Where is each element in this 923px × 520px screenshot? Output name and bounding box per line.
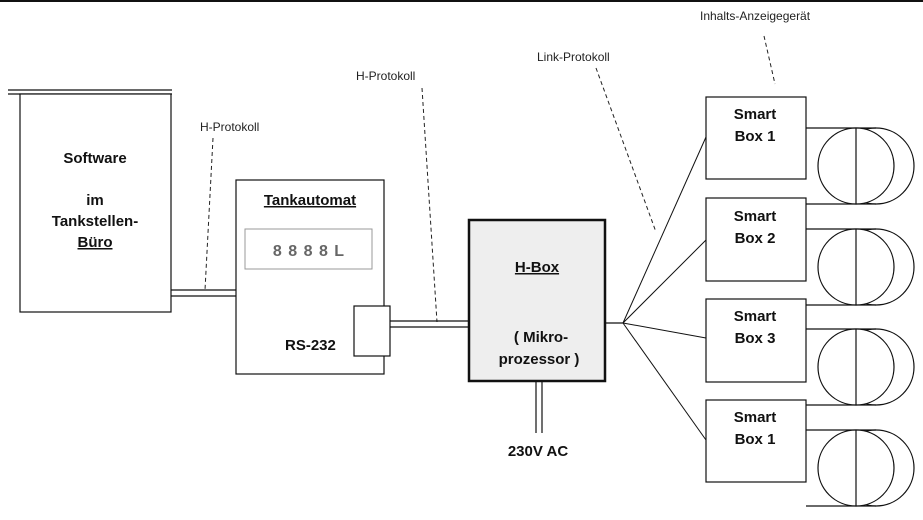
link-line-2 — [622, 239, 707, 324]
link-line-4 — [622, 322, 707, 441]
smart-box-1-line1: Smart — [734, 106, 777, 123]
label-h-protokoll-mid: H-Protokoll — [356, 69, 415, 83]
software-box: Software im Tankstellen- Büro — [8, 89, 172, 313]
tank-cylinder-1 — [806, 127, 915, 205]
tank-cylinder-2 — [806, 228, 915, 306]
smart-box-3-line2: Box 3 — [735, 330, 776, 347]
software-label: Software — [63, 150, 126, 167]
smart-box-2-line2: Box 2 — [735, 230, 776, 247]
hbox-line2: prozessor ) — [499, 351, 580, 368]
software-buero-label: Büro — [78, 234, 113, 251]
tankautomat-title: Tankautomat — [264, 192, 356, 209]
smart-box-3-line1: Smart — [734, 308, 777, 325]
tankautomat-display — [244, 228, 373, 270]
hbox-line1: ( Mikro- — [514, 329, 568, 346]
smart-box-4-line1: Smart — [734, 409, 777, 426]
smart-box-2-line1: Smart — [734, 208, 777, 225]
tankautomat-box: Tankautomat 8 8 8 8 L RS-232 — [235, 179, 391, 375]
link-line-3 — [622, 322, 707, 339]
pointer-h-left — [204, 137, 214, 291]
pointer-h-mid — [421, 87, 438, 323]
rs232-port — [353, 305, 391, 357]
tankautomat-display-value: 8 8 8 8 L — [273, 243, 345, 260]
cable-software-tankautomat — [171, 289, 236, 297]
pointer-link — [595, 67, 657, 233]
smart-box-2: Smart Box 2 — [705, 197, 807, 282]
smart-box-4-line2: Box 1 — [735, 431, 776, 448]
smart-box-3: Smart Box 3 — [705, 298, 807, 383]
smart-box-4: Smart Box 1 — [705, 399, 807, 483]
cable-rs232-hbox — [390, 320, 469, 328]
tank-cylinder-3 — [806, 328, 915, 406]
tank-cylinder-4 — [806, 429, 915, 507]
hbox-title: H-Box — [515, 259, 560, 276]
label-inhalts-anzeigegeraet: Inhalts-Anzeigegerät — [700, 9, 811, 23]
link-fan — [622, 136, 707, 441]
label-link-protokoll: Link-Protokoll — [537, 50, 610, 64]
hbox: H-Box ( Mikro- prozessor ) — [467, 218, 607, 383]
dashed-pointers — [204, 35, 776, 323]
tank-displays — [806, 127, 915, 507]
power-label: 230V AC — [508, 443, 568, 460]
label-h-protokoll-left: H-Protokoll — [200, 120, 259, 134]
smart-box-1-line2: Box 1 — [735, 128, 776, 145]
power-cable — [535, 381, 543, 433]
pointer-inhalts — [763, 35, 776, 85]
software-im-label: im — [86, 192, 104, 209]
link-line-1 — [622, 136, 707, 324]
smart-box-1: Smart Box 1 — [705, 96, 807, 180]
rs232-label: RS-232 — [285, 337, 336, 354]
software-tankstellen-label: Tankstellen- — [52, 213, 138, 230]
